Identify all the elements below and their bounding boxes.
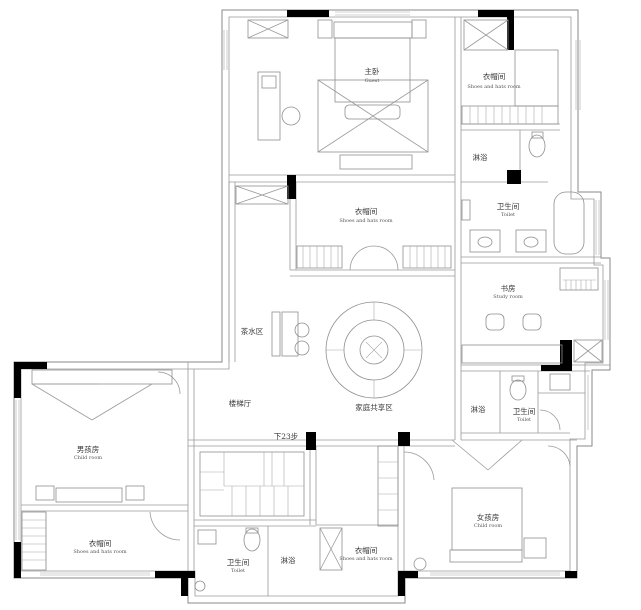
- room-study-zh: 书房: [501, 283, 516, 293]
- mid-right-bath-furniture: [509, 373, 571, 431]
- room-girl-zh: 女孩房: [477, 512, 500, 522]
- family-hall-furniture: [271, 301, 423, 399]
- room-shower-tr-zh: 淋浴: [473, 152, 488, 162]
- study-furniture: [461, 267, 603, 364]
- center-closet-furniture: [235, 185, 452, 271]
- boy-room-furniture: [21, 369, 181, 571]
- room-closet-bl-zh: 衣帽间: [89, 538, 112, 548]
- room-water-bar-zh: 茶水区: [241, 326, 264, 336]
- room-family-hall-zh: 家庭共享区: [355, 402, 393, 412]
- room-master-zh: 主卧: [365, 66, 380, 76]
- room-shower-mr-zh: 淋浴: [471, 404, 486, 414]
- room-toilet-mr-en: Toilet: [517, 417, 531, 423]
- room-closet-bc-en: Shoes and hats room: [339, 556, 393, 562]
- stairs: [199, 451, 305, 517]
- room-toilet-mr-zh: 卫生间: [513, 406, 536, 416]
- room-boy-en: Child room: [74, 455, 102, 461]
- room-boy-zh: 男孩房: [77, 444, 100, 454]
- stair-note: 下23步: [274, 432, 299, 441]
- room-master-en: Guest: [365, 78, 380, 84]
- room-closet-bl-en: Shoes and hats room: [73, 549, 127, 555]
- top-right-furniture: [461, 19, 585, 255]
- girl-room-furniture: [403, 439, 571, 571]
- structural-columns: [14, 10, 577, 596]
- room-closet-tr-zh: 衣帽间: [483, 71, 506, 81]
- room-stair-hall-zh: 楼梯厅: [229, 398, 252, 408]
- room-girl-en: Child room: [474, 523, 502, 529]
- room-study-en: Study room: [493, 294, 523, 300]
- windows: [15, 11, 609, 576]
- room-toilet-tr-en: Toilet: [501, 212, 515, 218]
- room-toilet-tr-zh: 卫生间: [497, 201, 520, 211]
- interior-walls: [21, 17, 610, 596]
- outer-walls: [13, 9, 611, 604]
- room-closet-center-zh: 衣帽间: [355, 206, 378, 216]
- room-closet-bc-zh: 衣帽间: [355, 545, 378, 555]
- master-bedroom-furniture: [247, 19, 429, 170]
- room-closet-center-en: Shoes and hats room: [339, 218, 393, 224]
- room-labels: 主卧 Guest 衣帽间 Shoes and hats room 淋浴 卫生间 …: [73, 66, 535, 574]
- room-closet-tr-en: Shoes and hats room: [467, 84, 521, 90]
- room-toilet-bc-zh: 卫生间: [227, 557, 250, 567]
- bottom-bath-furniture: [194, 445, 399, 592]
- room-toilet-bc-en: Toilet: [231, 568, 245, 574]
- room-shower-bc-zh: 淋浴: [281, 555, 296, 565]
